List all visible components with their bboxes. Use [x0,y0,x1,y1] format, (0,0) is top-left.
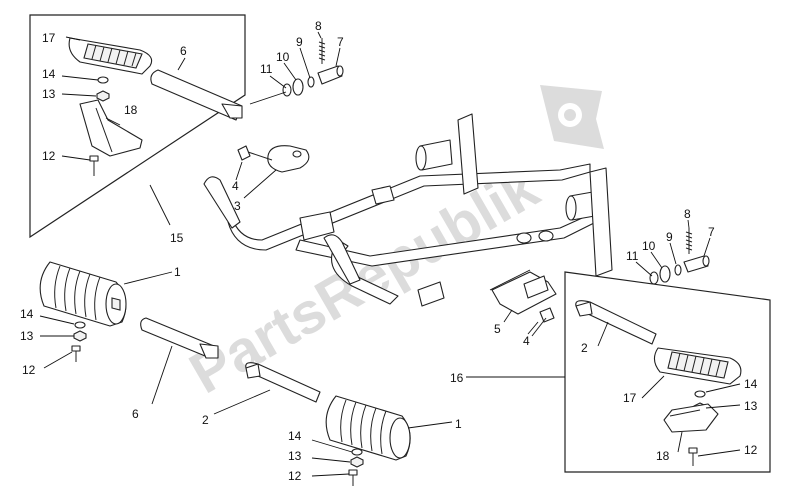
callout-5: 5 [494,322,501,336]
callout-2-right: 2 [581,341,588,355]
callout-8-right: 8 [684,207,691,221]
callout-12: 12 [42,149,56,163]
callout-17-right: 17 [623,391,637,405]
callout-18: 18 [124,103,138,117]
callout-2-left: 2 [202,413,209,427]
kit-box-left-frame [29,14,246,239]
callout-1-middle: 1 [455,417,462,431]
footrest-frame [203,113,613,307]
callout-13-middle: 13 [288,449,302,463]
callout-4-top: 4 [232,179,239,193]
callout-13: 13 [42,87,56,101]
bolt-12-middle [348,469,358,486]
callout-13-left: 13 [20,329,34,343]
bushing-b [538,230,554,242]
frame-plate-right [589,167,613,277]
callout-7-right: 7 [708,225,715,239]
callout-11-right: 11 [626,249,639,263]
footpeg-bracket-2-right [575,300,657,345]
bolt-12 [89,155,99,176]
o-ring-9-right [674,264,682,276]
callout-9: 9 [296,35,303,49]
fastener-group-top: 8 9 7 10 11 [249,19,344,105]
callout-9-right: 9 [666,230,673,244]
footpeg-rubber-17 [68,37,153,75]
callout-6-left: 6 [132,407,139,421]
callout-1-left: 1 [174,265,181,279]
callout-4-middle: 4 [523,334,530,348]
nut-13-left [73,330,87,342]
washer-11 [282,83,292,97]
footpeg-rubber-1-left [39,261,127,327]
nut-13 [96,90,110,102]
footpeg-bracket-2-left [245,362,321,403]
mount-tube-center [415,139,453,171]
callout-17: 17 [42,31,56,45]
callout-8: 8 [315,19,322,33]
fastener-group-right: 8 9 7 10 11 [626,207,715,285]
nut-13-middle [350,456,364,468]
bolt-12-right [688,447,698,466]
callout-13-right: 13 [744,399,758,413]
pin-7 [317,65,344,85]
bolt-4-middle [531,307,555,337]
callout-7: 7 [337,35,344,49]
callout-11: 11 [260,62,273,76]
callout-14-middle: 14 [288,429,302,443]
callout-18-right: 18 [656,449,670,463]
washer-14-middle [351,448,363,456]
callout-6: 6 [180,44,187,58]
washer-10-right [659,265,671,283]
kit-box-right: 2 16 14 13 17 18 12 [450,271,771,473]
callout-15: 15 [170,231,184,245]
washer-10 [292,78,304,96]
spring-pin-8-right [685,228,693,254]
callout-10: 10 [276,50,290,64]
callout-16: 16 [450,371,464,385]
callout-14-right: 14 [744,377,758,391]
callout-14: 14 [42,67,56,81]
footpeg-bracket-6 [150,69,243,121]
pin-7-right [683,255,710,273]
callout-3: 3 [234,199,241,213]
footpeg-rubber-1-middle [325,395,411,461]
washer-14-right [694,390,706,398]
washer-14-left [74,321,86,329]
watermark: PartsRepublik [179,85,604,406]
washer-11-right [649,271,659,285]
callout-14-left: 14 [20,307,34,321]
frame-plate-center [457,113,479,195]
callout-12-right: 12 [744,443,758,457]
heel-guard-18 [79,99,143,157]
callout-12-middle: 12 [288,469,302,483]
o-ring-9 [307,76,315,88]
bolt-4-top [237,145,273,161]
bolt-12-left [71,345,81,362]
callout-12-left: 12 [22,363,36,377]
mounting-plate-3 [267,145,310,173]
washer-14 [97,76,109,84]
callout-10-right: 10 [642,239,656,253]
footpeg-rubber-17-right [653,347,742,385]
footpeg-bracket-6-left [140,317,219,359]
heel-guard-18-right [663,403,719,433]
watermark-logo [540,85,604,149]
bushing-a [516,232,532,244]
spring-pin-8 [318,38,326,64]
mounting-plate-5 [489,269,557,315]
kit-box-left: 17 6 14 13 18 12 15 [29,14,246,245]
